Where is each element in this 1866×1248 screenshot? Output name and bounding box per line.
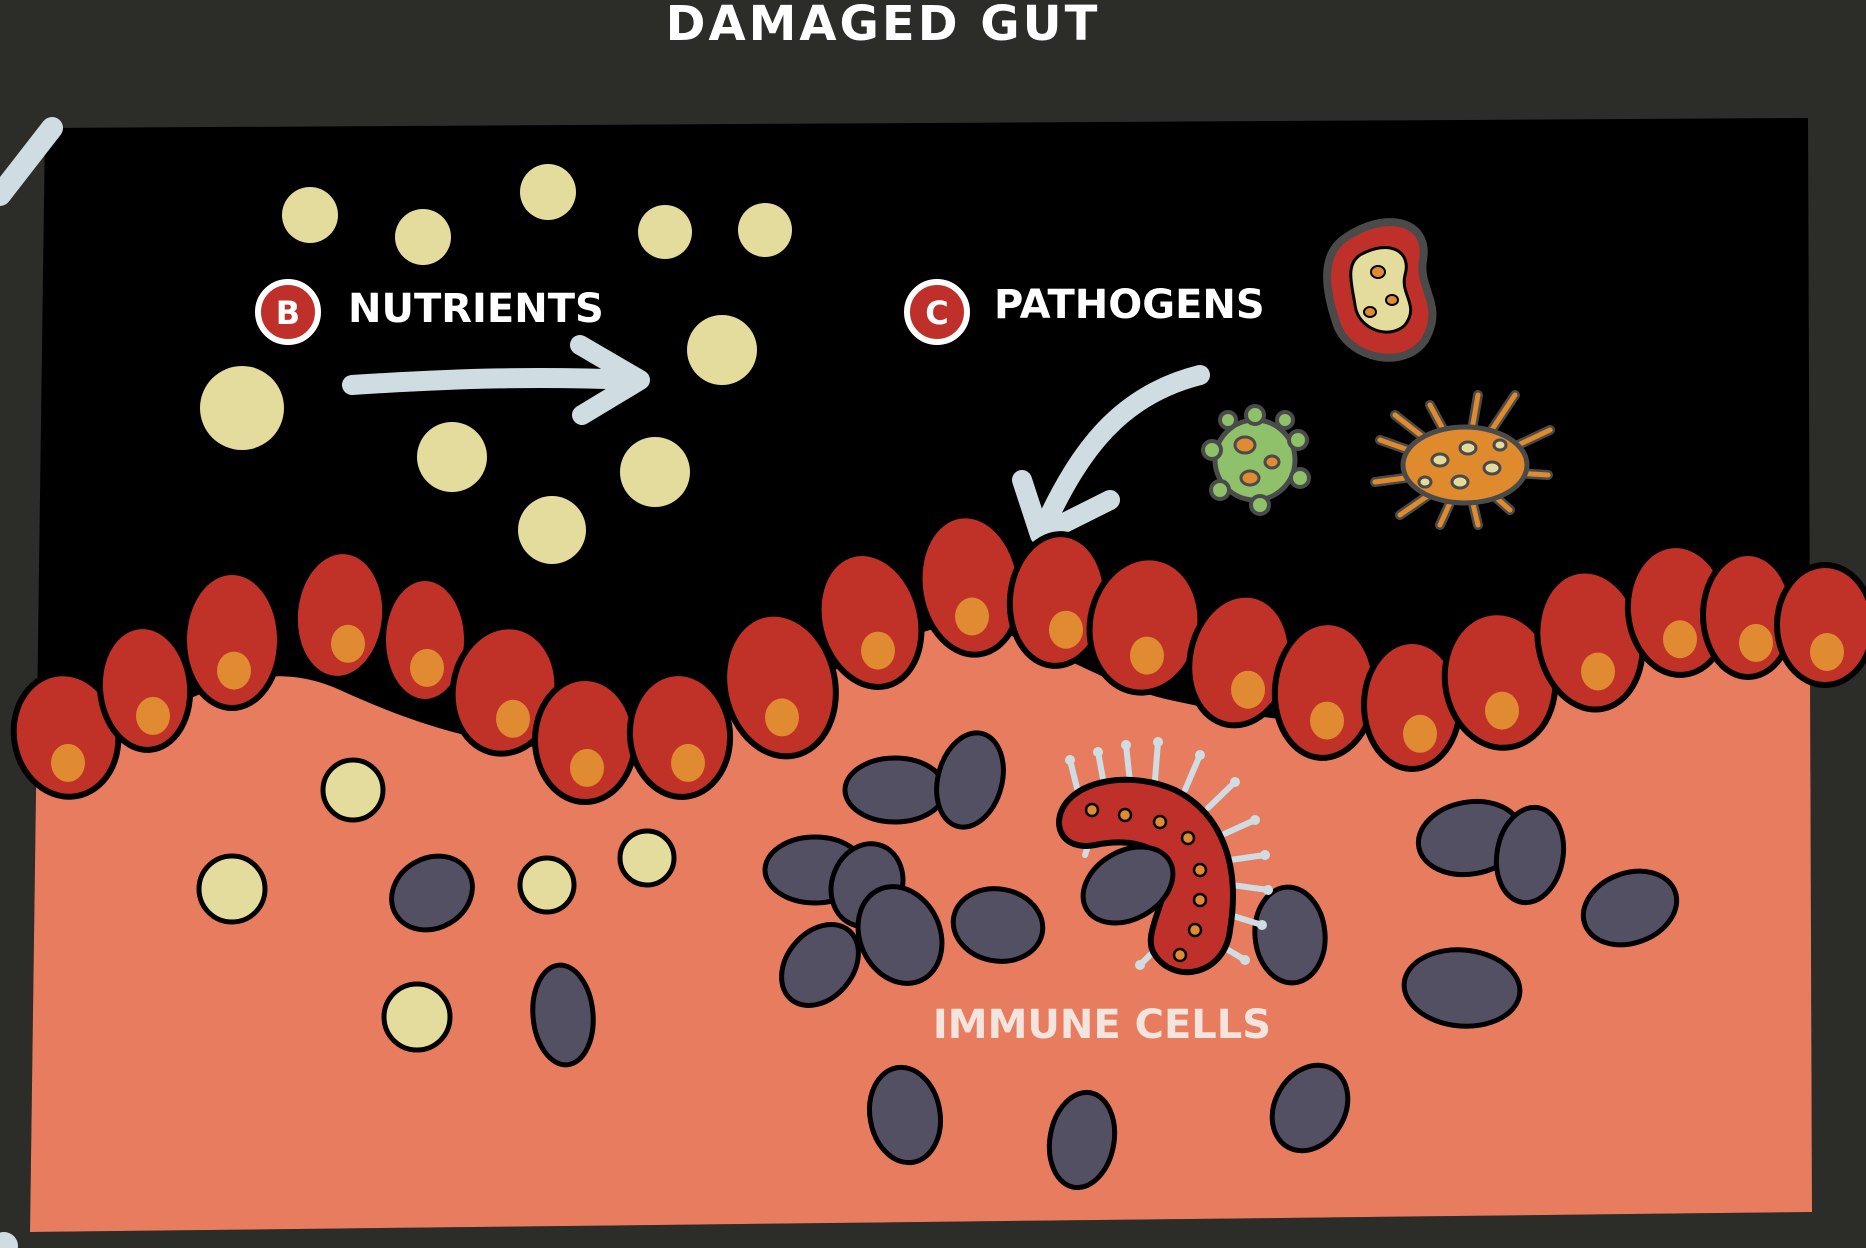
immune-cells-label: IMMUNE CELLS xyxy=(933,1002,1271,1048)
nutrient-particle xyxy=(199,856,265,922)
cell-nucleus xyxy=(496,700,530,738)
cell-nucleus xyxy=(1739,624,1773,662)
cell-nucleus xyxy=(217,652,251,690)
nutrients-label: NUTRIENTS xyxy=(348,286,604,332)
immune-cell xyxy=(845,758,945,822)
cell-nucleus xyxy=(955,598,989,636)
nutrient-particle xyxy=(282,187,338,243)
nutrient-particle xyxy=(323,760,383,820)
nutrient-particle xyxy=(520,858,574,912)
cell-nucleus xyxy=(1663,620,1697,658)
cell-nucleus xyxy=(1310,702,1344,740)
epithelial-cell xyxy=(184,572,280,708)
cell-nucleus xyxy=(51,744,85,782)
cell-nucleus xyxy=(1810,633,1844,671)
nutrient-particle xyxy=(384,984,450,1050)
nutrient-particle xyxy=(520,164,576,220)
cell-nucleus xyxy=(671,744,705,782)
epithelial-cell xyxy=(1777,565,1866,685)
marker-c-letter: C xyxy=(925,294,948,332)
nutrient-particle xyxy=(738,203,792,257)
cell-nucleus xyxy=(1403,715,1437,753)
nutrient-particle xyxy=(620,437,690,507)
nutrient-particle xyxy=(200,366,284,450)
cell-nucleus xyxy=(410,649,444,687)
partial-arrow-left xyxy=(0,128,52,195)
cell-nucleus xyxy=(861,632,895,670)
epithelial-cell xyxy=(535,678,635,802)
diagram-title: DAMAGED GUT xyxy=(666,0,1101,52)
marker-b-letter: B xyxy=(276,294,300,332)
nutrient-particle xyxy=(620,831,674,885)
cell-nucleus xyxy=(570,749,604,787)
nutrient-particle xyxy=(687,315,757,385)
nutrient-particle xyxy=(417,422,487,492)
cell-nucleus xyxy=(1049,611,1083,649)
cell-nucleus xyxy=(1485,692,1519,730)
cell-nucleus xyxy=(1581,653,1615,691)
pathogen-red-bean xyxy=(1327,222,1432,358)
cell-nucleus xyxy=(331,625,365,663)
nutrient-particle xyxy=(395,209,451,265)
cell-nucleus xyxy=(765,698,799,736)
cell-nucleus xyxy=(1231,671,1265,709)
cell-nucleus xyxy=(1130,637,1164,675)
nutrient-particle xyxy=(518,496,586,564)
pathogens-label: PATHOGENS xyxy=(994,282,1265,328)
bottom-left-dot xyxy=(0,1232,18,1248)
nutrient-particle xyxy=(638,205,692,259)
cell-nucleus xyxy=(136,697,170,735)
